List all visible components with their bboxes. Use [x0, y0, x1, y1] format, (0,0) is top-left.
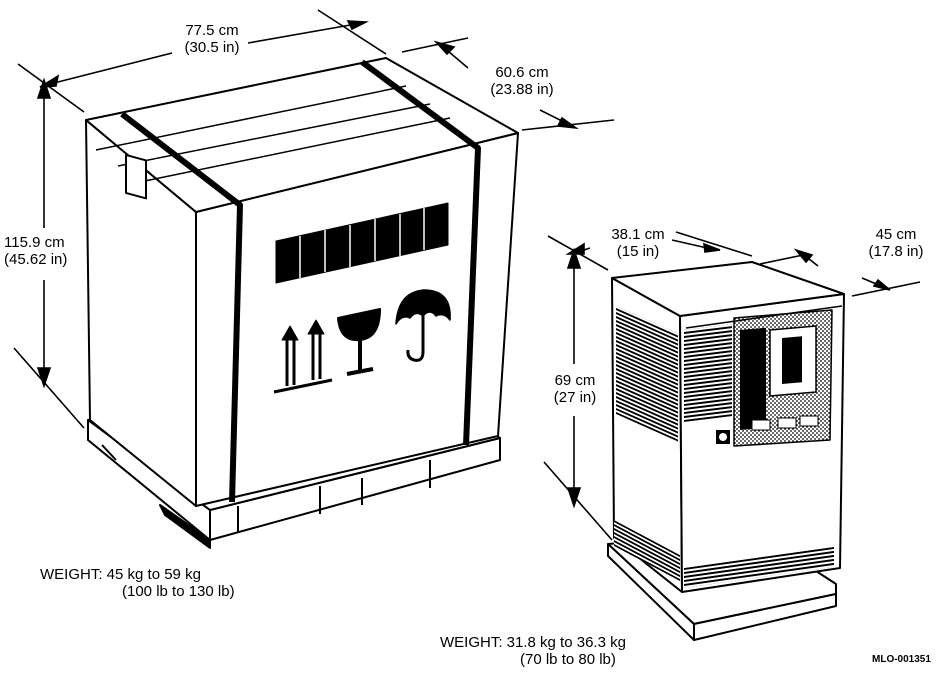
system-bottom-vent — [684, 546, 834, 588]
system-width-imperial: (15 in) — [616, 243, 660, 261]
system-weight-imperial: (70 lb to 80 lb) — [520, 651, 616, 669]
crate-depth-label: 60.6 cm (23.88 in) — [472, 64, 572, 99]
this-side-up-arrows-icon — [273, 319, 333, 394]
system-front-vent — [684, 305, 843, 422]
system-weight-label: WEIGHT: 31.8 kg to 36.3 kg (70 lb to 80 … — [440, 634, 626, 669]
crate-label-tab — [125, 153, 147, 200]
keep-dry-umbrella-icon — [395, 289, 451, 362]
crate-barcode-panel — [275, 202, 449, 284]
system-depth-imperial: (17.8 in) — [868, 243, 924, 261]
system-depth-metric: 45 cm — [875, 226, 917, 243]
system-width-metric: 38.1 cm — [611, 226, 665, 243]
crate-height-metric: 115.9 cm — [4, 234, 65, 251]
system-height-label: 69 cm (27 in) — [546, 372, 604, 407]
crate-weight-label: WEIGHT: 45 kg to 59 kg (100 lb to 130 lb… — [40, 566, 235, 601]
system-width-label: 38.1 cm (15 in) — [600, 226, 676, 261]
shipping-crate — [85, 57, 519, 549]
crate-bands — [120, 59, 481, 503]
crate-depth-imperial: (23.88 in) — [490, 81, 554, 99]
crate-weight-metric: 45 kg to 59 kg — [106, 566, 201, 583]
crate-height-imperial: (45.62 in) — [4, 251, 68, 269]
system-weight-title: WEIGHT: — [440, 634, 503, 651]
crate-weight-title: WEIGHT: — [40, 566, 103, 583]
crate-width-imperial: (30.5 in) — [184, 39, 240, 57]
system-control-panel — [733, 309, 833, 447]
crate-width-metric: 77.5 cm — [185, 22, 239, 39]
system-height-metric: 69 cm — [554, 372, 596, 389]
crate-weight-imperial: (100 lb to 130 lb) — [122, 583, 235, 601]
fragile-glass-icon — [337, 308, 381, 376]
system-unit — [607, 261, 845, 641]
crate-height-label: 115.9 cm (45.62 in) — [4, 234, 67, 269]
system-height-imperial: (27 in) — [553, 389, 597, 407]
crate-dimension-lines — [13, 9, 615, 429]
crate-depth-metric: 60.6 cm — [495, 64, 549, 81]
system-depth-label: 45 cm (17.8 in) — [858, 226, 934, 261]
system-dimension-lines — [543, 231, 921, 541]
figure-id: MLO-001351 — [872, 654, 931, 665]
system-power-switch-icon — [716, 430, 730, 444]
system-weight-metric: 31.8 kg to 36.3 kg — [506, 634, 626, 651]
system-top — [611, 261, 845, 317]
crate-width-label: 77.5 cm (30.5 in) — [172, 22, 252, 57]
